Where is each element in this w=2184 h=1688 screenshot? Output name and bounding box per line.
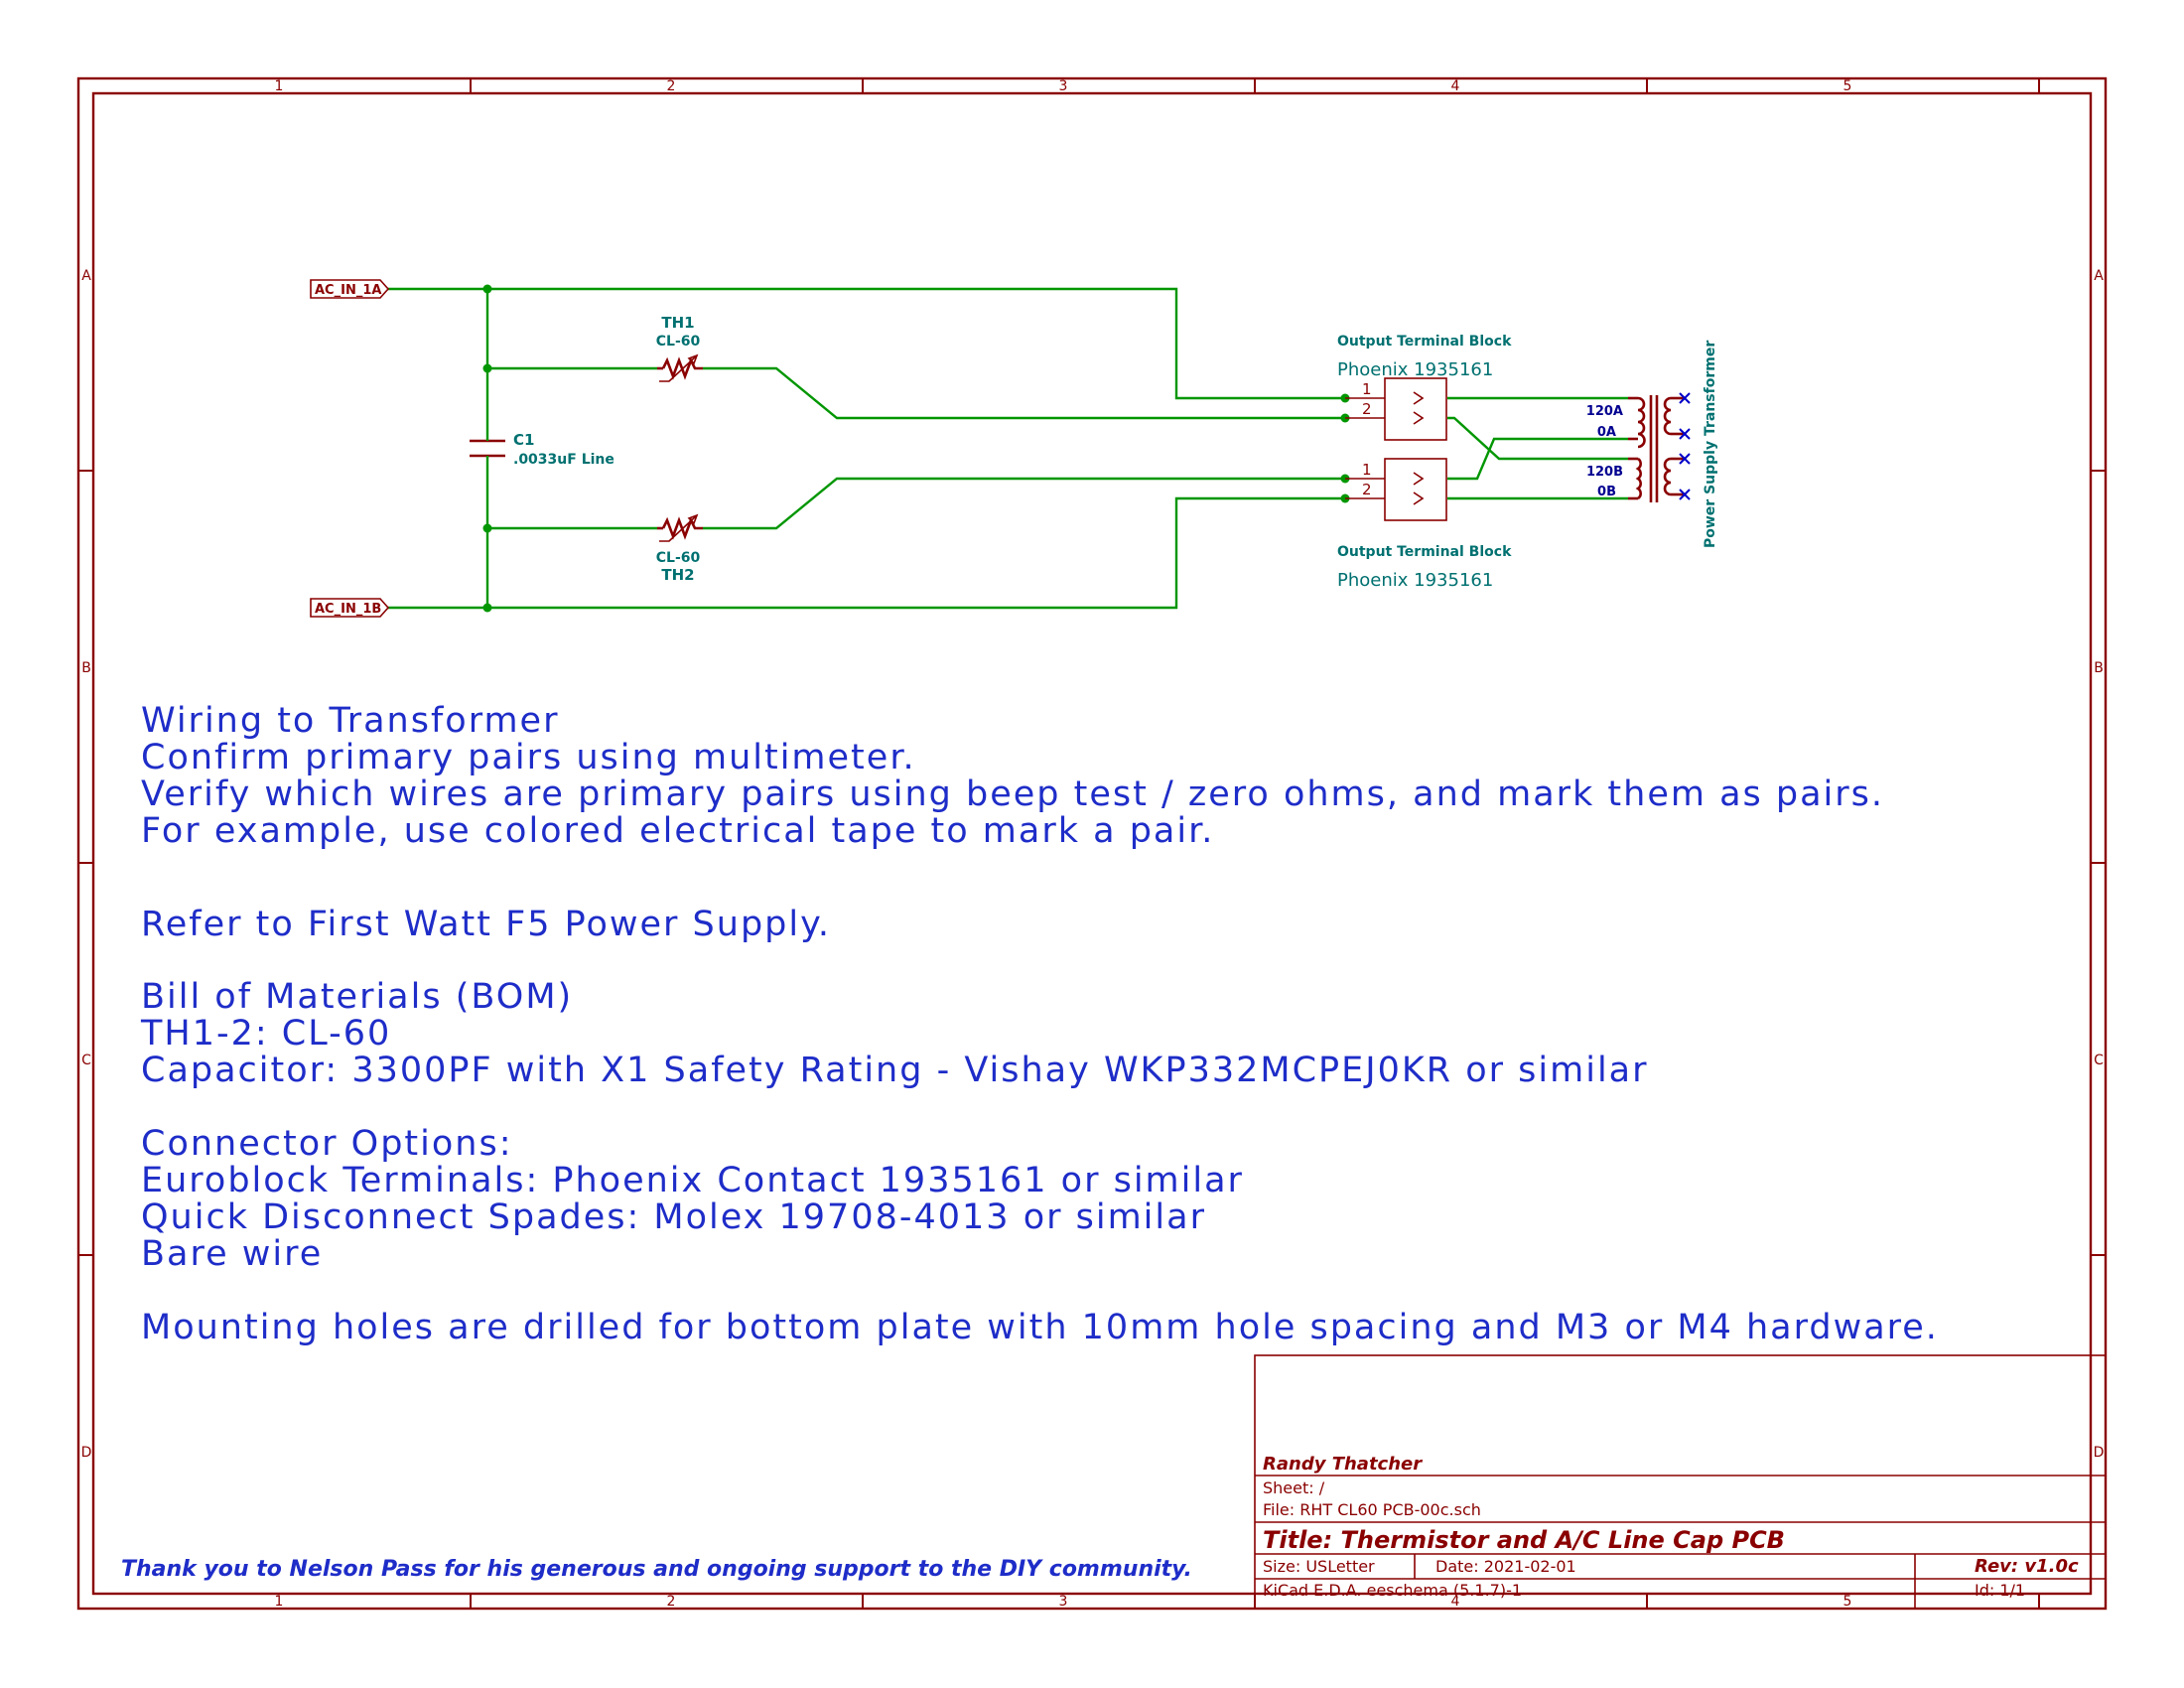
note-line-7: TH1-2: CL-60 bbox=[140, 1014, 391, 1054]
terminal-block-top-part: Phoenix 1935161 bbox=[1337, 359, 1493, 380]
zone-row-c-right: C bbox=[2094, 1053, 2104, 1068]
note-line-11: Quick Disconnect Spades: Molex 19708-401… bbox=[141, 1197, 1206, 1237]
zone-row-b: B bbox=[81, 660, 91, 676]
th2-ref: TH2 bbox=[661, 566, 694, 584]
terminal-block-top-pin-2: 2 bbox=[1362, 400, 1372, 418]
zone-col-2: 2 bbox=[667, 78, 676, 94]
note-line-12: Bare wire bbox=[141, 1234, 323, 1274]
sheet-border bbox=[76, 76, 2108, 1611]
zone-col-2-bottom: 2 bbox=[667, 1594, 676, 1610]
tb-rev: Rev: v1.0c bbox=[1975, 1556, 2079, 1577]
tb-id: Id: 1/1 bbox=[1975, 1581, 2025, 1600]
transformer-pin-120b: 120B bbox=[1586, 465, 1623, 480]
zone-col-4-bottom: 4 bbox=[1451, 1594, 1460, 1610]
transformer-pin-0a: 0A bbox=[1597, 425, 1616, 440]
zone-col-5: 5 bbox=[1843, 78, 1852, 94]
title-block: Randy Thatcher Sheet: / File: RHT CL60 P… bbox=[1254, 1354, 2107, 1610]
wires bbox=[387, 287, 1628, 610]
zone-labels: 1 2 3 4 5 1 2 3 4 5 A B C D A B C D bbox=[81, 78, 2105, 1610]
zone-row-a-right: A bbox=[2094, 268, 2104, 284]
terminal-block-top-pin-1: 1 bbox=[1362, 380, 1372, 398]
thermistor-th2: CL-60 TH2 bbox=[656, 513, 703, 584]
terminal-block-bottom-part: Phoenix 1935161 bbox=[1337, 570, 1493, 591]
note-line-1: Wiring to Transformer bbox=[141, 701, 559, 741]
global-label-ac-in-1a: AC_IN_1A bbox=[310, 279, 390, 299]
tb-title: Title: Thermistor and A/C Line Cap PCB bbox=[1263, 1526, 1785, 1554]
note-line-6: Bill of Materials (BOM) bbox=[141, 977, 573, 1017]
zone-row-d-right: D bbox=[2094, 1445, 2105, 1461]
tb-tool: KiCad E.D.A. eeschema (5.1.7)-1 bbox=[1263, 1581, 1522, 1600]
th1-value: CL-60 bbox=[656, 334, 701, 350]
terminal-block-top: Output Terminal Block Phoenix 1935161 1 … bbox=[1337, 334, 1512, 441]
tb-date: Date: 2021-02-01 bbox=[1435, 1557, 1576, 1576]
power-supply-transformer: 120A 0A 120B 0B Power Supply Transformer bbox=[1586, 341, 1718, 548]
terminal-block-top-title: Output Terminal Block bbox=[1337, 334, 1512, 350]
thermistor-th1: TH1 CL-60 bbox=[656, 314, 703, 382]
terminal-block-bottom-pin-1: 1 bbox=[1362, 461, 1372, 479]
note-line-5: Refer to First Watt F5 Power Supply. bbox=[141, 905, 831, 944]
terminal-block-bottom: 1 2 Output Terminal Block Phoenix 193516… bbox=[1337, 458, 1512, 591]
zone-col-3-bottom: 3 bbox=[1059, 1594, 1068, 1610]
zone-col-1-bottom: 1 bbox=[275, 1594, 284, 1610]
th1-ref: TH1 bbox=[661, 314, 694, 332]
no-connect-markers bbox=[1679, 392, 1691, 500]
zone-col-5-bottom: 5 bbox=[1843, 1594, 1852, 1610]
global-label-text: AC_IN_1A bbox=[315, 283, 381, 298]
thanks-note: Thank you to Nelson Pass for his generou… bbox=[121, 1557, 1192, 1582]
zone-row-d: D bbox=[81, 1445, 92, 1461]
c1-ref: C1 bbox=[513, 431, 534, 449]
terminal-block-bottom-pin-2: 2 bbox=[1362, 481, 1372, 498]
terminal-block-bottom-title: Output Terminal Block bbox=[1337, 544, 1512, 560]
tb-file: File: RHT CL60 PCB-00c.sch bbox=[1263, 1500, 1481, 1519]
zone-col-3: 3 bbox=[1059, 78, 1068, 94]
note-line-9: Connector Options: bbox=[141, 1124, 512, 1164]
junctions bbox=[482, 284, 1350, 613]
tb-sheet: Sheet: / bbox=[1263, 1478, 1325, 1497]
zone-col-4: 4 bbox=[1451, 78, 1460, 94]
zone-row-a: A bbox=[81, 268, 91, 284]
notes-block: Wiring to Transformer Confirm primary pa… bbox=[140, 701, 1939, 1347]
note-line-2: Confirm primary pairs using multimeter. bbox=[141, 738, 916, 777]
c1-value: .0033uF Line bbox=[513, 452, 614, 468]
th2-value: CL-60 bbox=[656, 550, 701, 566]
transformer-pin-0b: 0B bbox=[1597, 485, 1616, 499]
zone-col-1: 1 bbox=[275, 78, 284, 94]
tb-company: Randy Thatcher bbox=[1263, 1454, 1423, 1475]
note-line-13: Mounting holes are drilled for bottom pl… bbox=[141, 1308, 1939, 1347]
capacitor-c1: C1 .0033uF Line bbox=[470, 431, 614, 468]
note-line-10: Euroblock Terminals: Phoenix Contact 193… bbox=[141, 1161, 1244, 1200]
global-label-ac-in-1b: AC_IN_1B bbox=[310, 598, 390, 618]
note-line-8: Capacitor: 3300PF with X1 Safety Rating … bbox=[141, 1051, 1649, 1090]
zone-row-c: C bbox=[81, 1053, 91, 1068]
note-line-3: Verify which wires are primary pairs usi… bbox=[141, 774, 1884, 814]
tb-size: Size: USLetter bbox=[1263, 1557, 1375, 1576]
transformer-pin-120a: 120A bbox=[1586, 404, 1623, 419]
global-label-text: AC_IN_1B bbox=[315, 602, 381, 617]
transformer-name: Power Supply Transformer bbox=[1703, 341, 1718, 548]
zone-row-b-right: B bbox=[2094, 660, 2104, 676]
note-line-4: For example, use colored electrical tape… bbox=[141, 811, 1214, 851]
